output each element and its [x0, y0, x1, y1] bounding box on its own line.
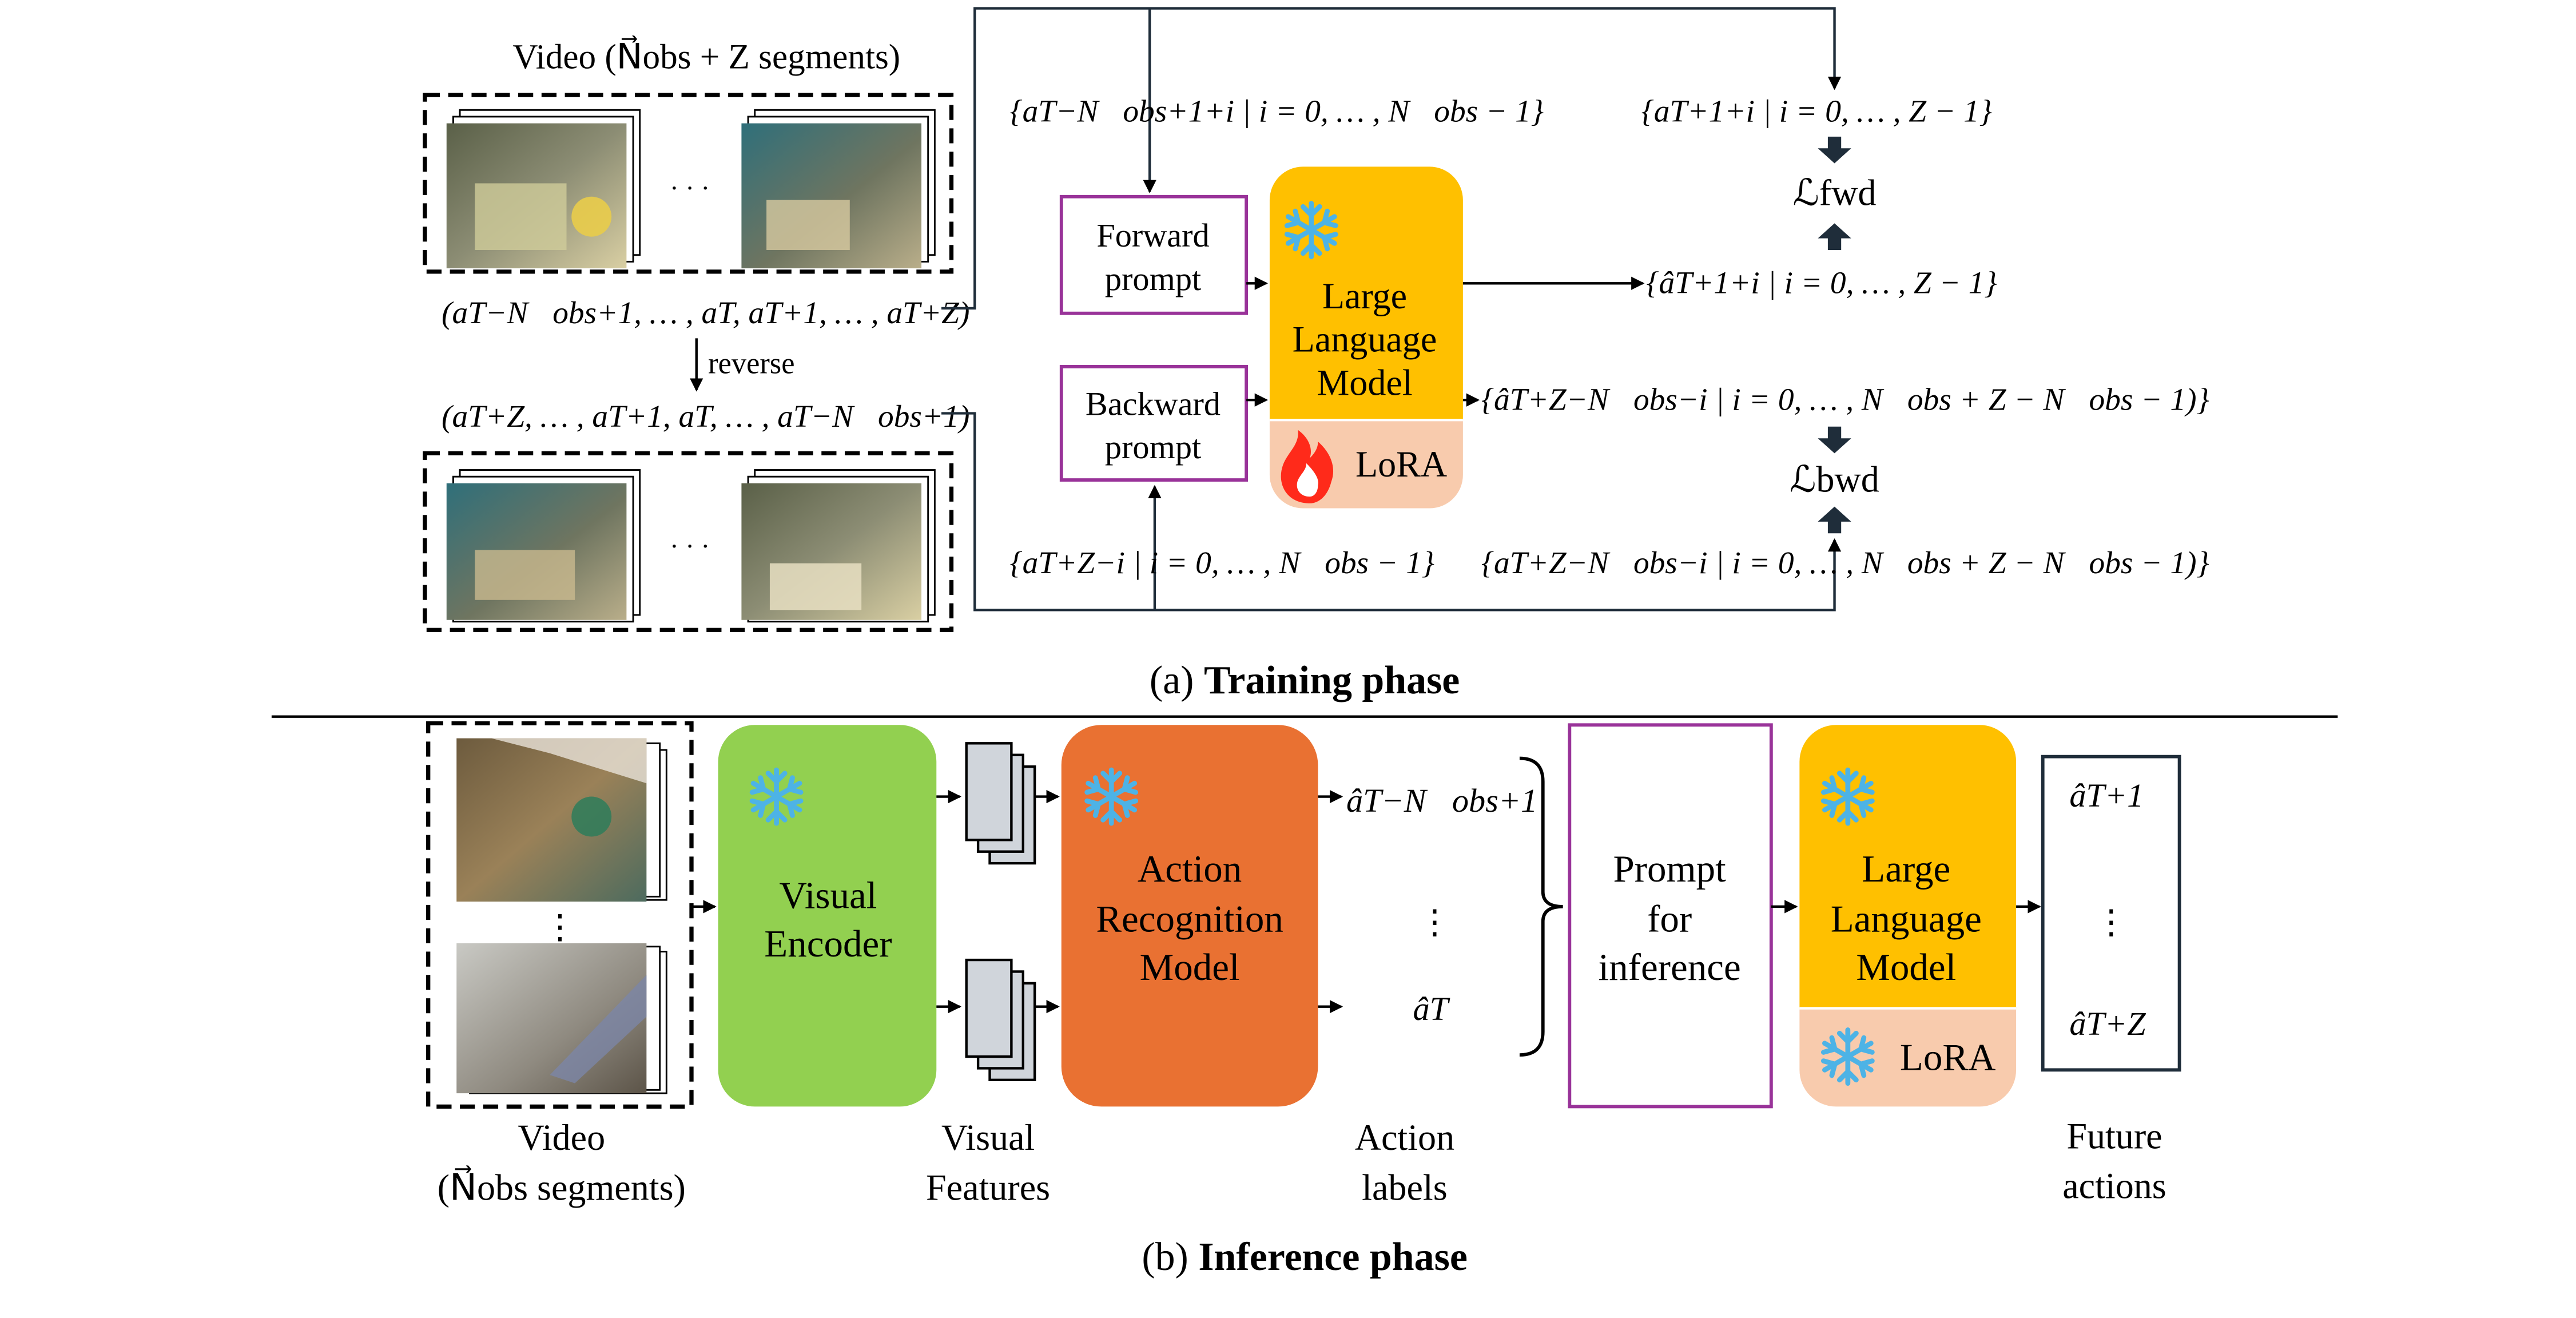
inference-caption-title: Inference phase [1198, 1235, 1468, 1279]
bottom-label-future-line1: Future [2066, 1115, 2162, 1156]
action-recognition-block [1061, 725, 1318, 1107]
visual-feature-stack-top [965, 742, 1036, 865]
inference-caption-prefix: (b) [1142, 1235, 1188, 1279]
training-lora-label: LoRA [1355, 444, 1447, 485]
backward-input-set: {aT+Z−i | i = 0, … , N⃖obs − 1} [1009, 545, 1434, 580]
inference-prompt-line1: Prompt [1613, 848, 1726, 890]
action-recognition-line2: Recognition [1096, 898, 1283, 940]
first-action-label: âT−N⃗obs+1 [1346, 782, 1537, 819]
training-phase: Video (N⃗obs + Z segments) · · · (aT−N⃗o… [423, 7, 2209, 702]
training-caption: (a) Training phase [1150, 658, 1460, 702]
training-llm-line1: Large [1322, 276, 1407, 316]
action-labels-brace [1519, 756, 1563, 1057]
inference-phase: ⋮ Visual Encoder Action [426, 721, 2181, 1279]
training-caption-prefix: (a) [1150, 658, 1194, 702]
inference-llm-line1: Large [1862, 848, 1950, 890]
future-last-label: âT+Z [2069, 1005, 2146, 1042]
bottom-label-labels-line2: labels [1362, 1168, 1447, 1208]
inference-llm-line3: Model [1856, 946, 1956, 989]
loss-fwd-up-arrow [1818, 223, 1851, 250]
forward-input-set: {aT−N⃗obs+1+i | i = 0, … , N⃗obs − 1} [1009, 94, 1544, 129]
training-llm-line3: Model [1317, 362, 1412, 403]
bottom-label-future-line2: actions [2062, 1166, 2166, 1206]
bottom-label-labels-line1: Action [1355, 1117, 1454, 1158]
inference-lora-label: LoRA [1900, 1036, 1995, 1078]
future-first-label: âT+1 [2069, 777, 2144, 814]
forward-video-clip-2 [741, 109, 936, 269]
backward-pred-set: {âT+Z−N⃖obs−i | i = 0, … , N⃗obs + Z − N… [1481, 382, 2209, 417]
inference-video-clip-2 [456, 943, 667, 1094]
loss-fwd-down-arrow [1818, 136, 1851, 164]
action-recognition-line1: Action [1138, 848, 1242, 890]
visual-encoder-block [718, 725, 937, 1107]
forward-prompt-line1: Forward [1096, 217, 1209, 254]
future-vdots: ⋮ [2094, 903, 2128, 940]
backward-prompt-box [1059, 365, 1249, 482]
backward-connector [941, 412, 1842, 612]
reverse-label: reverse [708, 347, 794, 380]
inference-video-vdots: ⋮ [543, 908, 577, 946]
inference-caption: (b) Inference phase [1142, 1235, 1468, 1279]
forward-sequence: (aT−N⃗obs+1, … , aT, aT+1, … , aT+Z) [442, 295, 969, 330]
forward-connector [941, 7, 1842, 310]
visual-feature-stack-bottom [965, 958, 1036, 1082]
visual-encoder-line2: Encoder [764, 923, 892, 965]
inference-llm-block: Large Language Model LoRA [1799, 725, 2017, 1107]
trainable-flame-icon [1281, 430, 1334, 503]
bottom-label-features-line1: Visual [941, 1117, 1035, 1158]
future-actions-box [2041, 755, 2181, 1072]
video-title: Video (N⃗obs + Z segments) [512, 35, 900, 76]
forward-prompt-line2: prompt [1105, 260, 1201, 297]
inference-prompt-line2: for [1647, 898, 1692, 940]
training-llm-block: Large Language Model LoRA [1269, 166, 1463, 509]
backward-sequence: (aT+Z, … , aT+1, aT, … , aT−N⃗obs+1) [442, 399, 969, 434]
backward-video-clip-2 [741, 469, 936, 623]
loss-bwd-down-arrow [1818, 426, 1851, 454]
action-labels-vdots: ⋮ [1418, 903, 1451, 940]
bottom-label-features-line2: Features [926, 1168, 1050, 1208]
forward-prompt-box [1059, 194, 1249, 315]
forward-video-clip-1 [446, 109, 641, 269]
forward-pred-set: {âT+1+i | i = 0, … , Z − 1} [1646, 265, 1997, 300]
backward-prompt-line2: prompt [1105, 428, 1201, 466]
backward-prompt-line1: Backward [1086, 385, 1221, 422]
bottom-label-video-line2: (N⃗obs segments) [438, 1165, 686, 1208]
forward-video-frame [423, 93, 954, 274]
bottom-label-video-line1: Video [518, 1117, 605, 1158]
forward-video-ellipsis: · · · [670, 173, 710, 203]
backward-video-clip-1 [446, 469, 641, 623]
backward-target-set: {aT+Z−N⃖obs−i | i = 0, … , N⃗obs + Z − N… [1481, 545, 2209, 580]
inference-prompt-line3: inference [1599, 946, 1741, 989]
inference-video-clip-1 [456, 738, 667, 902]
loss-bwd: ℒbwd [1790, 459, 1879, 499]
backward-video-frame [423, 451, 954, 632]
loss-bwd-up-arrow [1818, 506, 1851, 534]
forward-target-set: {aT+1+i | i = 0, … , Z − 1} [1641, 94, 1992, 129]
training-caption-title: Training phase [1204, 658, 1460, 702]
inference-prompt-box [1568, 723, 1773, 1109]
inference-llm-line2: Language [1831, 898, 1982, 940]
loss-fwd: ℒfwd [1793, 172, 1877, 213]
action-recognition-line3: Model [1140, 946, 1240, 989]
inference-video-frame [426, 721, 694, 1109]
last-action-label: âT [1413, 990, 1450, 1027]
training-llm-line2: Language [1293, 319, 1437, 360]
backward-video-ellipsis: · · · [670, 531, 710, 561]
visual-encoder-line1: Visual [779, 875, 877, 917]
